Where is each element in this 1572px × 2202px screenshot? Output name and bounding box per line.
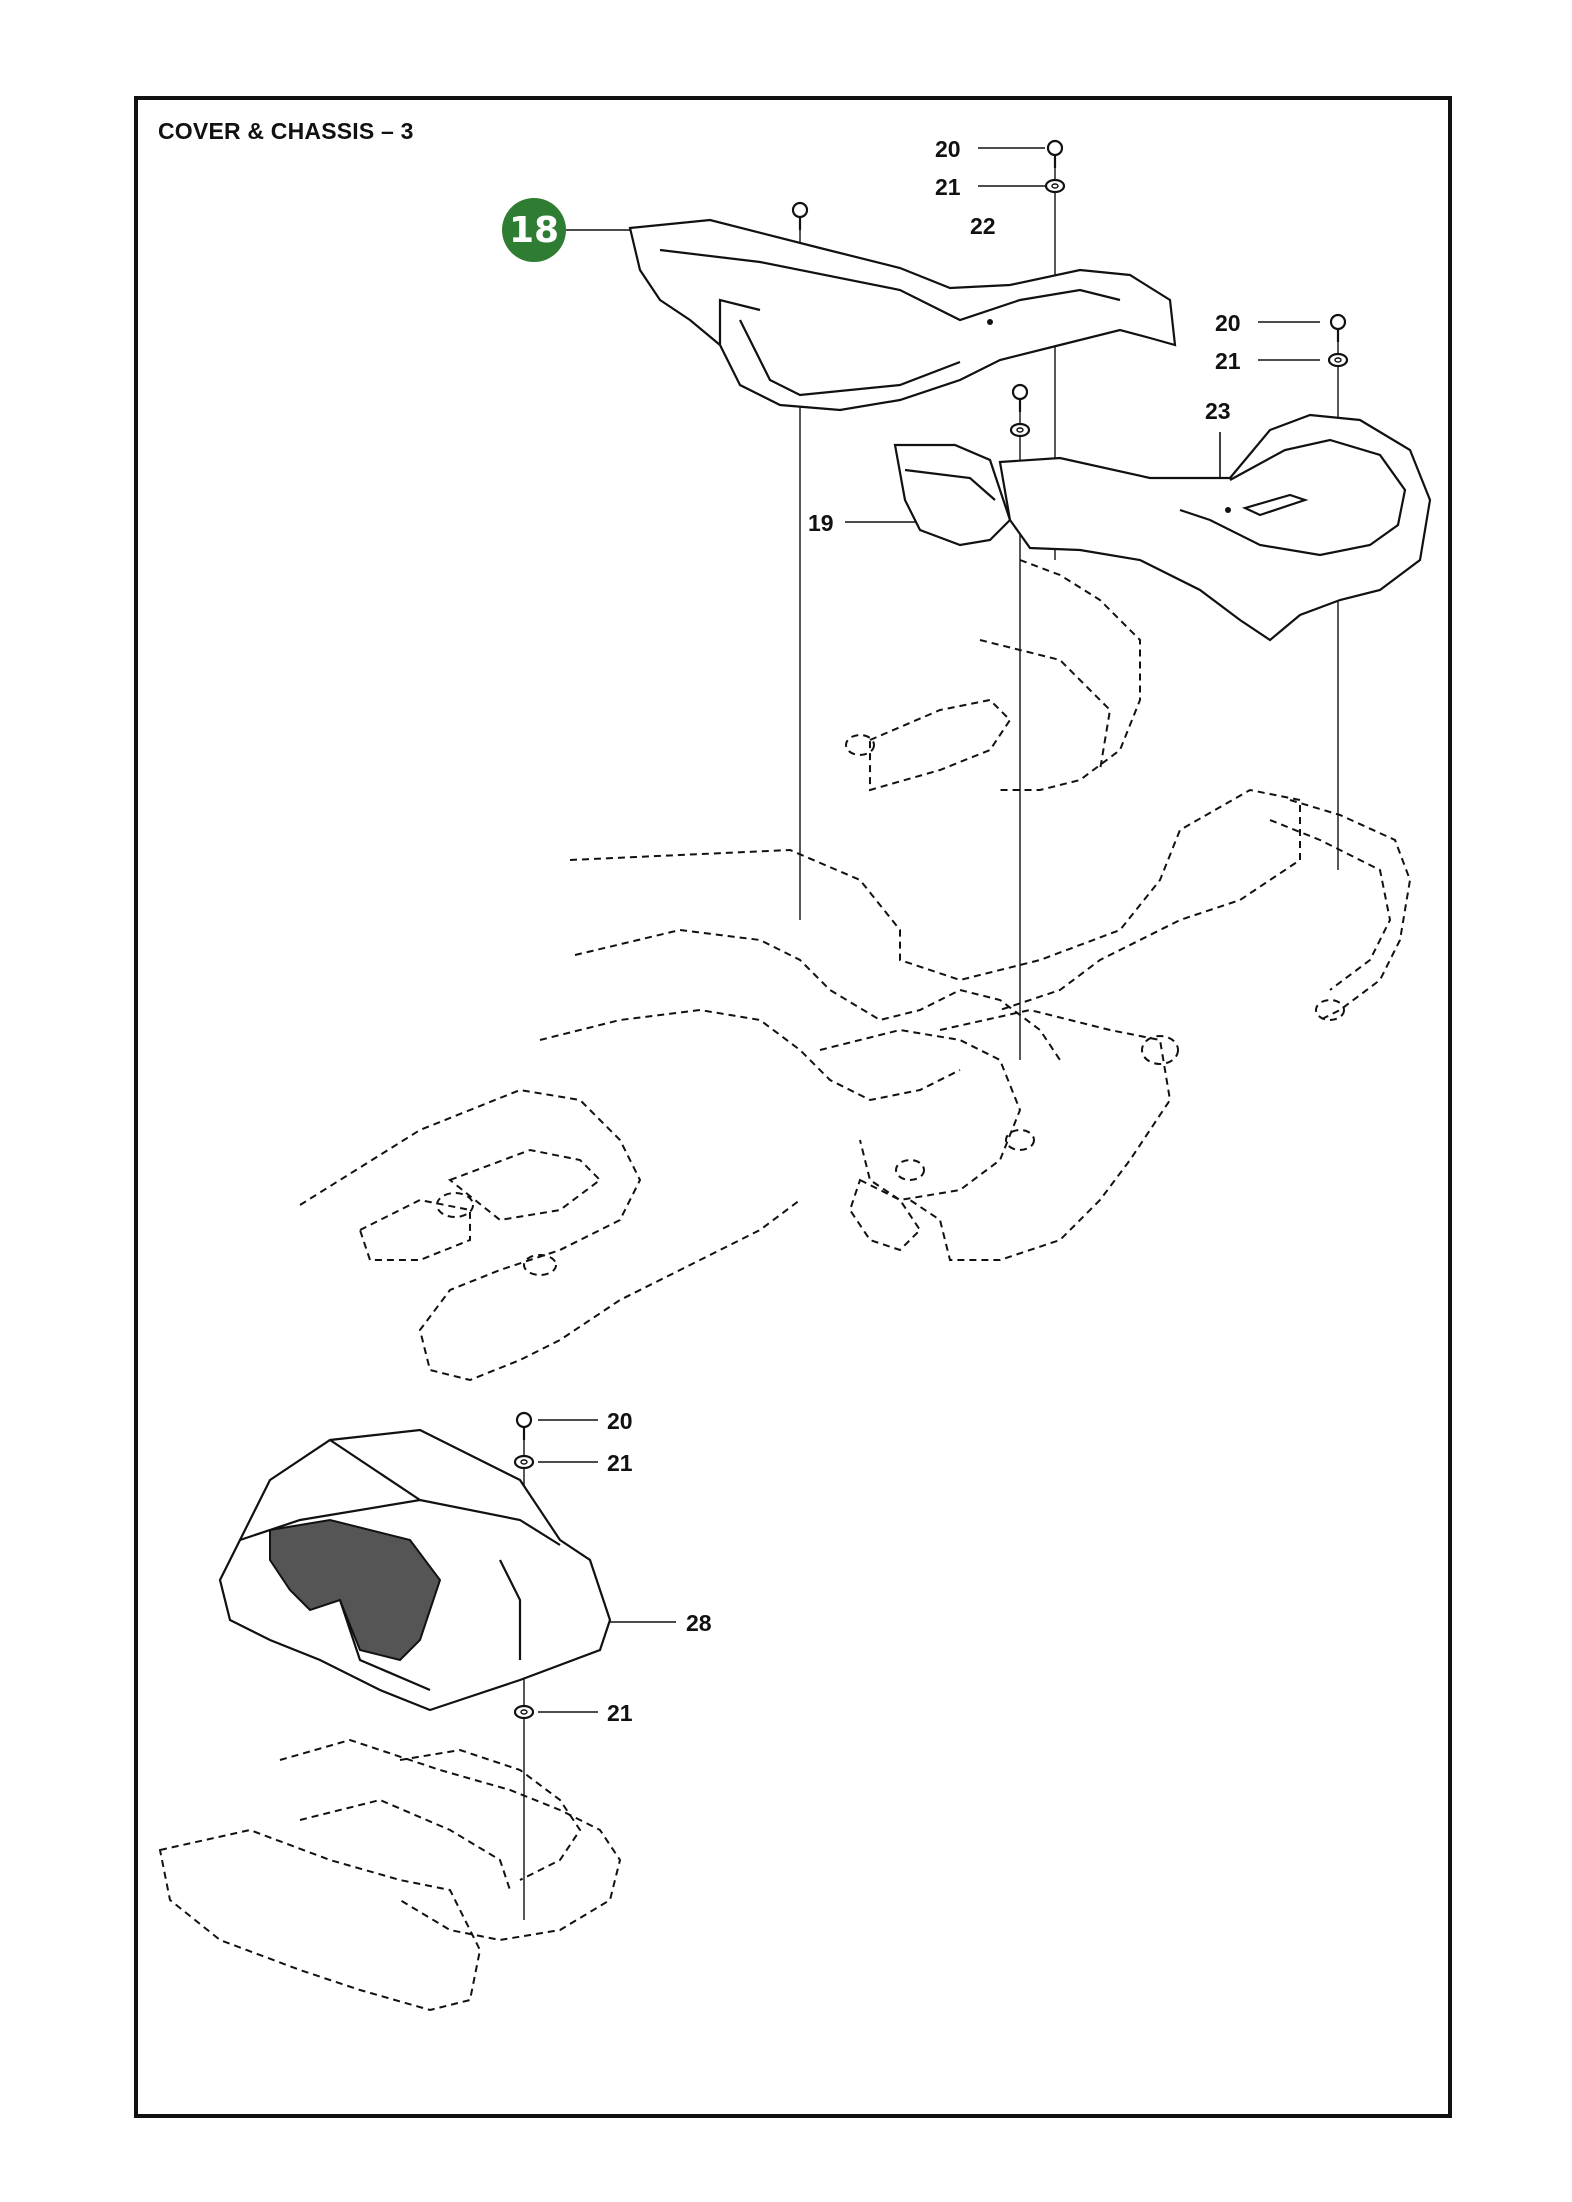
screw-icon xyxy=(1046,139,1064,168)
washer-icon xyxy=(1009,422,1031,438)
screw-icon xyxy=(1329,313,1347,342)
callout-28: 28 xyxy=(686,1610,712,1636)
screw-icon xyxy=(791,201,809,230)
callout-22: 22 xyxy=(970,213,996,239)
callout-20: 20 xyxy=(1215,310,1241,336)
main-chassis-frame xyxy=(299,559,1412,1382)
washer-icon xyxy=(1044,178,1066,194)
callout-21: 21 xyxy=(1215,348,1241,374)
front-frame xyxy=(158,1738,622,2012)
callout-21: 21 xyxy=(607,1450,633,1476)
part-18-badge: 18 xyxy=(502,198,566,262)
part-23-seat-pan xyxy=(998,413,1432,642)
callout-21: 21 xyxy=(607,1700,633,1726)
diagram-frame xyxy=(134,96,1452,2118)
screw-icon xyxy=(515,1411,533,1440)
part-19-bracket xyxy=(893,443,1012,547)
callout-21: 21 xyxy=(935,174,961,200)
washer-icon xyxy=(1327,352,1349,368)
callout-19: 19 xyxy=(808,510,834,536)
washer-icon xyxy=(513,1704,535,1720)
callout-20: 20 xyxy=(935,136,961,162)
part-22-fender-cover xyxy=(628,218,1177,412)
page-title: COVER & CHASSIS – 3 xyxy=(158,118,414,144)
callout-23: 23 xyxy=(1205,398,1231,424)
callout-20: 20 xyxy=(607,1408,633,1434)
screw-icon xyxy=(1011,383,1029,412)
fasteners xyxy=(513,139,1349,1720)
part-28-top-cover xyxy=(218,1428,612,1712)
washer-icon xyxy=(513,1454,535,1470)
